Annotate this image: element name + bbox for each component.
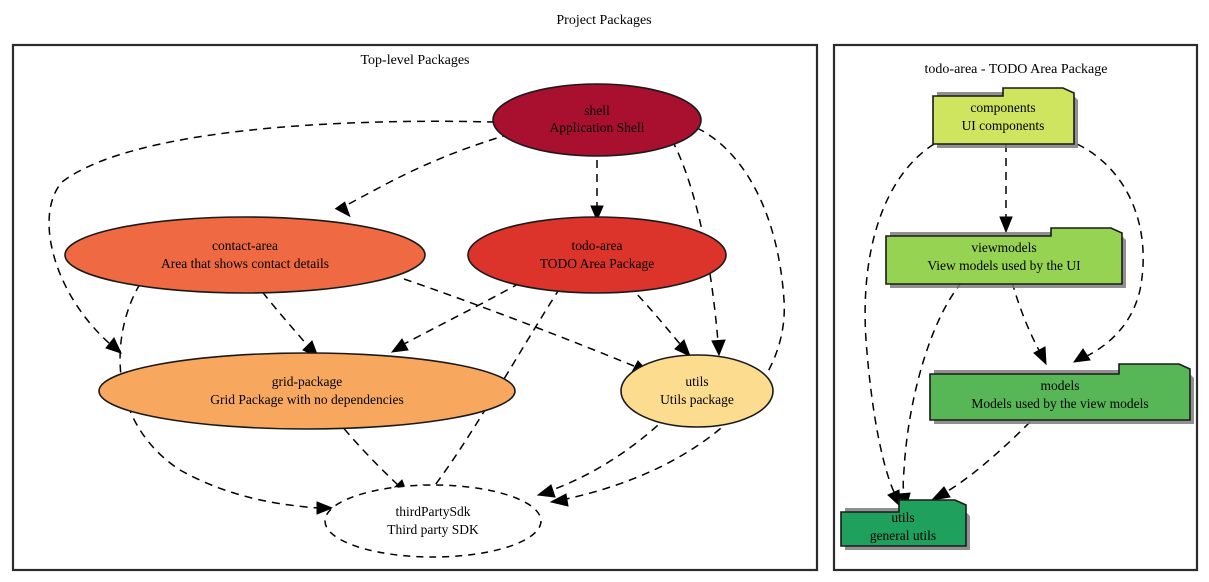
- node-utils-left-name: utils: [685, 374, 708, 389]
- arrowhead-utils-to-third-party-sdk: [536, 484, 556, 498]
- arrowhead-shell-to-grid-package: [105, 337, 122, 354]
- arrowhead-todo-area-to-grid-package: [390, 338, 409, 353]
- node-todo-area-description: TODO Area Package: [540, 256, 654, 271]
- node-models-description: Models used by the view models: [971, 396, 1148, 411]
- node-viewmodels-description: View models used by the UI: [927, 258, 1081, 273]
- edge-shell-to-grid-package: [48, 120, 496, 345]
- node-utils-left-description: Utils package: [660, 392, 734, 407]
- node-third-party-sdk[interactable]: thirdPartySdk Third party SDK: [324, 484, 542, 558]
- node-todo-area-shape[interactable]: [467, 216, 727, 294]
- edge-contact-area-to-grid-package: [253, 280, 309, 347]
- cluster-top-level-packages: Top-level Packages: [11, 43, 819, 572]
- arrowhead-components-to-utils: [887, 489, 901, 508]
- graph-title: Project Packages: [556, 13, 651, 28]
- node-grid-package-description: Grid Package with no dependencies: [210, 392, 403, 407]
- edge-shell-to-utils: [671, 139, 719, 343]
- node-viewmodels-name: viewmodels: [971, 240, 1036, 255]
- node-components-shape[interactable]: [932, 87, 1075, 145]
- edge-utils-to-third-party-sdk: [551, 415, 669, 491]
- edge-todo-area-to-grid-package: [403, 282, 521, 345]
- cluster-todo-area: todo-area - TODO Area Package: [832, 43, 1199, 572]
- node-contact-area-description: Area that shows contact details: [161, 256, 329, 271]
- arrowhead-contact-area-to-third-party-sdk: [316, 501, 334, 515]
- cluster-top-level-title: Top-level Packages: [360, 53, 469, 68]
- edge-viewmodels-to-models: [1011, 281, 1041, 353]
- node-todo-area-name: todo-area: [572, 238, 623, 253]
- node-utils-right-name: utils: [891, 510, 914, 525]
- node-viewmodels[interactable]: viewmodels View models used by the UI: [885, 227, 1126, 288]
- edges-left-cluster: [48, 120, 785, 515]
- node-utils-right-shape[interactable]: [840, 499, 967, 547]
- edge-shell-to-third-party-sdk: [565, 127, 785, 500]
- edge-components-to-utils: [864, 143, 935, 493]
- node-shell-name: shell: [584, 103, 610, 118]
- arrowhead-todo-area-to-utils: [674, 339, 691, 357]
- edge-todo-area-to-utils: [627, 284, 681, 345]
- edge-shell-to-contact-area: [344, 133, 511, 207]
- node-utils-right-description: general utils: [870, 528, 936, 543]
- edge-models-to-utils: [945, 421, 1031, 493]
- node-utils-left-shape[interactable]: [620, 354, 774, 428]
- node-models[interactable]: models Models used by the view models: [929, 363, 1194, 424]
- node-viewmodels-shape[interactable]: [885, 227, 1123, 285]
- arrowhead-components-to-viewmodels: [999, 216, 1013, 234]
- cluster-todo-area-title: todo-area - TODO Area Package: [925, 62, 1108, 77]
- edge-contact-area-to-utils: [403, 278, 635, 367]
- node-third-party-sdk-name: thirdPartySdk: [395, 504, 470, 519]
- node-grid-package[interactable]: grid-package Grid Package with no depend…: [98, 352, 516, 430]
- edge-grid-package-to-third-party-sdk: [334, 417, 399, 486]
- edge-components-to-models: [1076, 143, 1144, 357]
- arrowhead-components-to-models: [1072, 348, 1091, 363]
- node-grid-package-shape[interactable]: [98, 352, 516, 430]
- arrowhead-viewmodels-to-models: [1033, 346, 1047, 366]
- node-components-description: UI components: [962, 118, 1045, 133]
- cluster-todo-area-border: [832, 43, 1199, 572]
- edge-contact-area-to-third-party-sdk: [119, 283, 319, 509]
- node-components-name: components: [970, 100, 1035, 115]
- node-grid-package-name: grid-package: [272, 374, 342, 389]
- node-utils-left[interactable]: utils Utils package: [620, 354, 774, 428]
- edge-viewmodels-to-utils: [902, 281, 963, 495]
- node-utils-right[interactable]: utils general utils: [840, 499, 970, 550]
- node-shell[interactable]: shell Application Shell: [492, 83, 702, 157]
- node-contact-area[interactable]: contact-area Area that shows contact det…: [64, 216, 426, 294]
- node-contact-area-shape[interactable]: [64, 216, 426, 294]
- arrowhead-shell-to-third-party-sdk: [549, 493, 569, 507]
- arrowhead-shell-to-todo-area: [590, 205, 604, 222]
- edge-todo-area-to-third-party-sdk: [431, 287, 561, 490]
- node-shell-shape[interactable]: [492, 83, 702, 157]
- cluster-top-level-border: [11, 43, 819, 572]
- node-third-party-sdk-shape[interactable]: [324, 484, 542, 558]
- node-models-shape[interactable]: [929, 363, 1191, 421]
- node-shell-description: Application Shell: [550, 120, 645, 135]
- node-todo-area[interactable]: todo-area TODO Area Package: [467, 216, 727, 294]
- node-components[interactable]: components UI components: [932, 87, 1078, 148]
- arrowhead-shell-to-utils: [711, 339, 726, 357]
- arrowhead-shell-to-contact-area: [334, 201, 351, 218]
- arrowhead-models-to-utils: [930, 486, 951, 501]
- node-third-party-sdk-description: Third party SDK: [387, 522, 479, 537]
- edges-right-cluster: [864, 143, 1144, 510]
- node-contact-area-name: contact-area: [212, 238, 278, 253]
- node-models-name: models: [1041, 378, 1080, 393]
